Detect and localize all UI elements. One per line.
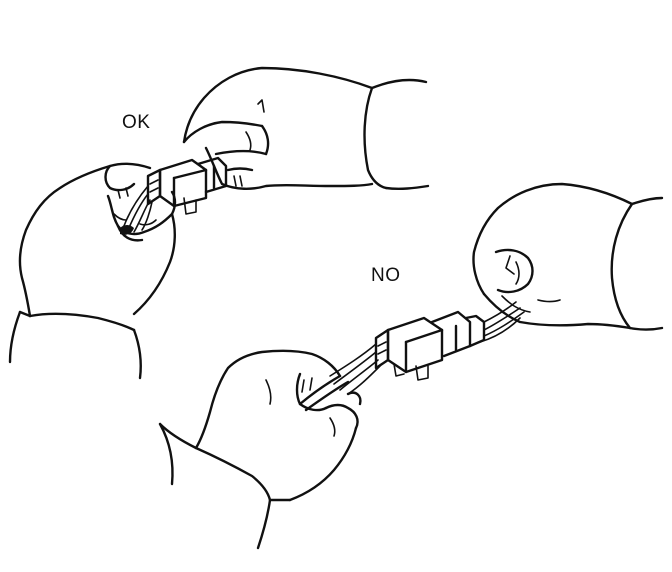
label-no: NO	[371, 265, 401, 286]
no-connector	[374, 310, 486, 381]
ok-left-sleeve	[8, 310, 142, 380]
no-right-wires	[479, 301, 525, 343]
no-left-hand	[194, 349, 362, 502]
no-right-sleeve	[610, 196, 664, 331]
ok-left-hand	[18, 162, 177, 318]
no-right-hand	[472, 182, 634, 330]
label-ok: OK	[122, 112, 151, 133]
ok-connector	[146, 156, 228, 215]
no-illustration	[158, 182, 664, 550]
no-left-sleeve	[158, 422, 292, 550]
ok-right-hand	[182, 66, 374, 190]
ok-illustration	[8, 66, 430, 380]
ok-right-sleeve	[363, 78, 430, 191]
